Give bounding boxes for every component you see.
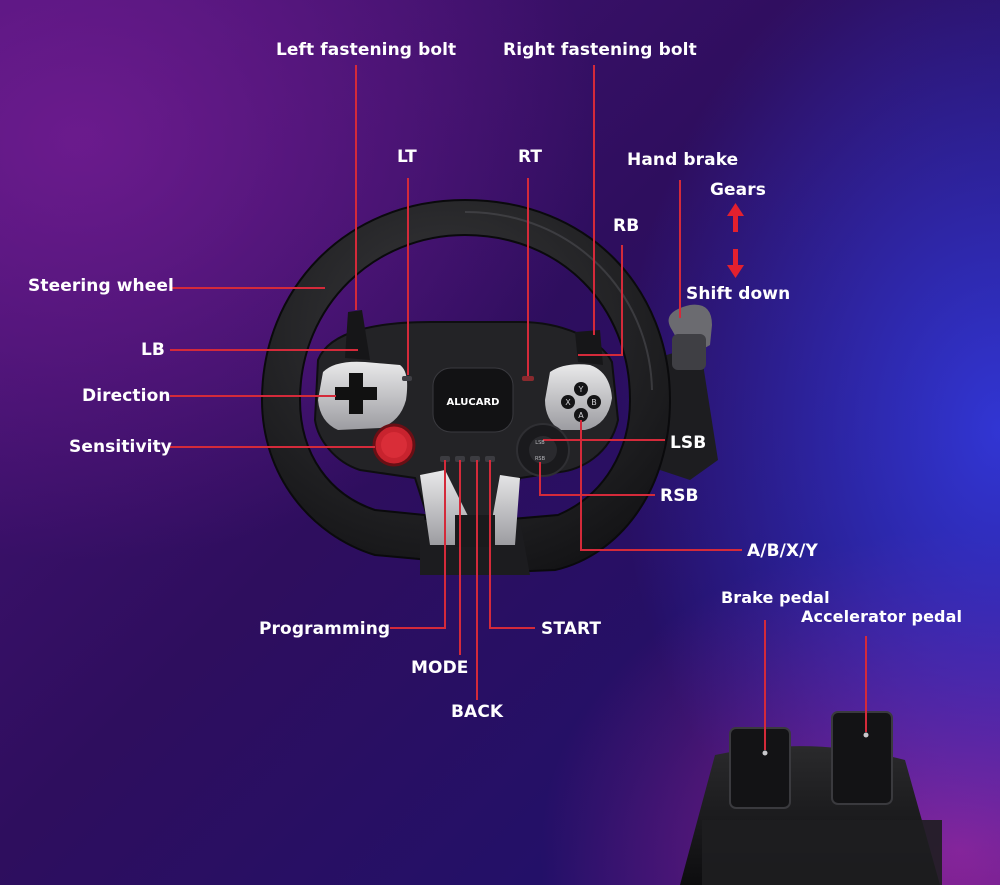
label-accelerator-pedal: Accelerator pedal (801, 607, 963, 626)
right-paddle (575, 330, 603, 365)
accelerator-pedal-pad (831, 711, 893, 805)
brake-pedal-pad (729, 727, 791, 809)
leader-lines (170, 65, 867, 750)
label-shift-down: Shift down (686, 284, 791, 304)
label-rb: RB (613, 216, 640, 236)
wheel-rim (260, 198, 672, 574)
label-brake-pedal: Brake pedal (721, 588, 830, 607)
brand-logo: ALUCARD (447, 397, 500, 408)
left-paddle (345, 310, 370, 360)
stick-label-lsb: LSB (535, 440, 545, 446)
label-mode: MODE (411, 658, 469, 678)
pedal-set (680, 711, 942, 885)
label-hand-brake: Hand brake (627, 150, 739, 170)
arrow-down-icon (727, 249, 744, 278)
label-back: BACK (451, 702, 504, 722)
label-rsb: RSB (660, 486, 699, 506)
steering-wheel-illustration (260, 198, 672, 575)
label-lsb: LSB (670, 433, 707, 453)
arrow-up-icon (727, 203, 744, 232)
face-button-a: A (578, 411, 584, 420)
label-sensitivity: Sensitivity (69, 437, 172, 457)
right-silver-pad (545, 364, 612, 430)
label-rt: RT (518, 147, 543, 167)
label-right-fastening-bolt: Right fastening bolt (503, 40, 697, 60)
label-programming: Programming (259, 619, 391, 639)
face-buttons (561, 382, 601, 422)
line-rsb (539, 462, 655, 496)
center-badge (432, 367, 514, 433)
line-rb (578, 245, 623, 356)
dpad-cross (335, 373, 377, 414)
label-start: START (541, 619, 602, 639)
label-direction: Direction (82, 386, 171, 406)
stick-label-rsb: RSB (535, 456, 546, 462)
face-button-y: Y (578, 385, 584, 394)
label-lt: LT (397, 147, 417, 167)
line-start (489, 460, 535, 629)
line-abxy (580, 420, 742, 551)
face-button-b: B (591, 398, 597, 407)
label-left-fastening-bolt: Left fastening bolt (276, 40, 457, 60)
label-lb: LB (141, 340, 165, 360)
gear-arrows (727, 203, 744, 278)
center-button-row (440, 456, 495, 462)
label-gears: Gears (710, 180, 766, 200)
line-programming (390, 460, 446, 629)
label-abxy: A/B/X/Y (747, 541, 818, 561)
face-button-x: X (565, 398, 571, 407)
label-steering-wheel: Steering wheel (28, 276, 174, 296)
